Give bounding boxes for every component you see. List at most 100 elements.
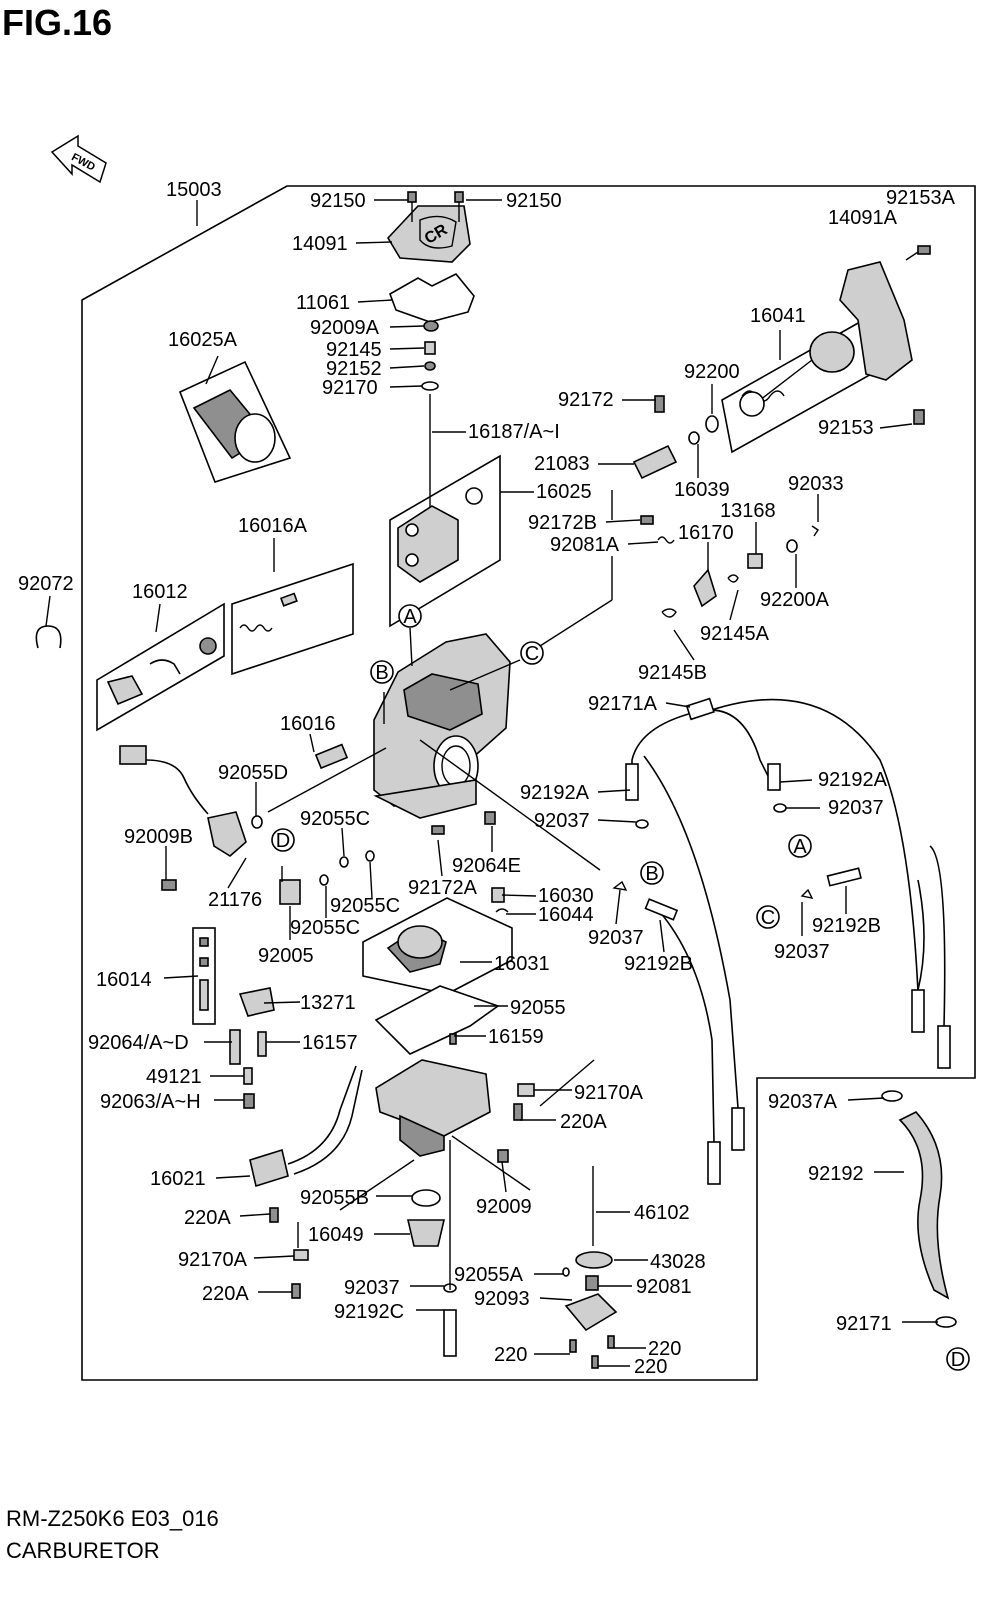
vent-hose-92171A <box>631 709 775 792</box>
svg-text:D: D <box>951 1349 965 1371</box>
label-49121: 49121 <box>146 1066 202 1088</box>
label-16021: 16021 <box>150 1168 206 1190</box>
screw-92172A <box>431 825 445 835</box>
label-92192B-right: 92192B <box>812 915 881 937</box>
callout-C-right: C <box>756 905 780 929</box>
label-92055C-a: 92055C <box>300 808 370 830</box>
spring-92081 <box>585 1275 599 1291</box>
holder-13271 <box>238 987 275 1017</box>
label-92200: 92200 <box>684 361 740 383</box>
lever-21083 <box>632 444 678 480</box>
lever-16170 <box>693 568 717 608</box>
label-14091A: 14091A <box>828 207 898 229</box>
label-16031: 16031 <box>494 953 550 975</box>
label-92037-b: 92037 <box>588 927 644 949</box>
top-cover-part: CR <box>387 205 471 263</box>
diaphragm-43028 <box>575 1251 613 1269</box>
label-16030: 16030 <box>538 885 594 907</box>
screw-92150-left <box>407 191 417 222</box>
gasket-92055 <box>374 985 500 1055</box>
screw-92009 <box>497 1149 509 1163</box>
label-21083: 21083 <box>534 453 590 475</box>
jet-16014-a <box>199 937 209 947</box>
tube-92192A-right <box>767 763 781 791</box>
oring-92055C-c <box>365 850 375 862</box>
label-92037-c: 92037 <box>774 941 830 963</box>
clip-92037-c <box>800 888 814 899</box>
oring-92055C-b <box>319 874 329 886</box>
screw-220-c <box>591 1355 599 1369</box>
label-92064E: 92064E <box>452 855 521 877</box>
subframe-16016A <box>231 562 354 676</box>
screw-220A-mid-left <box>269 1207 279 1223</box>
svg-text:B: B <box>645 863 658 885</box>
sensor-21176 <box>119 745 247 857</box>
jet-16014-b <box>199 957 209 967</box>
label-92081A: 92081A <box>550 534 620 556</box>
label-16159: 16159 <box>488 1026 544 1048</box>
label-92172: 92172 <box>558 389 614 411</box>
label-46102: 46102 <box>634 1202 690 1224</box>
label-92171A: 92171A <box>588 693 658 715</box>
spring-92145B <box>661 608 677 618</box>
label-92072: 92072 <box>18 573 74 595</box>
oring-92055B <box>411 1189 441 1207</box>
label-92170A-top: 92170A <box>574 1082 644 1104</box>
subframe-16031 <box>362 897 513 995</box>
jet-16157 <box>257 1031 267 1057</box>
label-92037-bottom: 92037 <box>344 1277 400 1299</box>
svg-text:C: C <box>761 907 775 929</box>
label-14091: 14091 <box>292 233 348 255</box>
label-16049: 16049 <box>308 1224 364 1246</box>
callout-D-left: D <box>271 828 295 852</box>
svg-text:D: D <box>276 830 290 852</box>
screw-92172 <box>654 395 665 413</box>
label-92145A: 92145A <box>700 623 770 645</box>
throttle-pulley-16041 <box>739 331 855 417</box>
label-92033: 92033 <box>788 473 844 495</box>
label-92055: 92055 <box>510 997 566 1019</box>
svg-text:B: B <box>375 662 388 684</box>
label-92093: 92093 <box>474 1288 530 1310</box>
tube-end-4 <box>731 1107 745 1151</box>
screw-220-a <box>569 1339 577 1353</box>
spring-16016A <box>239 624 273 632</box>
label-92172A: 92172A <box>408 877 478 899</box>
label-13271: 13271 <box>300 992 356 1014</box>
label-92192A-right: 92192A <box>818 769 888 791</box>
spring-92081A <box>657 536 675 544</box>
jet-92063AH <box>243 1093 255 1109</box>
figure-title: FIG.16 <box>2 2 113 43</box>
label-220-b: 220 <box>648 1338 681 1360</box>
screw-92153A <box>917 245 931 255</box>
label-92172B: 92172B <box>528 512 597 534</box>
label-16014: 16014 <box>96 969 152 991</box>
svg-text:A: A <box>793 836 807 858</box>
nut-16012 <box>199 637 217 655</box>
vent-hose-long <box>699 698 919 993</box>
diagram-name: CARBURETOR <box>6 1538 160 1563</box>
label-16187: 16187/A~I <box>468 421 560 443</box>
label-220-c: 220 <box>634 1356 667 1378</box>
jet-16014-c <box>199 979 209 1011</box>
screw-220A-top <box>513 1103 523 1121</box>
label-220A-top: 220A <box>560 1111 607 1133</box>
vent-hose-mid <box>643 755 739 1109</box>
elbow-16012 <box>106 675 144 706</box>
clip-92072 <box>35 625 62 649</box>
label-15003: 15003 <box>166 179 222 201</box>
label-92192: 92192 <box>808 1163 864 1185</box>
washer-92200A <box>786 539 798 553</box>
label-92055A: 92055A <box>454 1264 524 1286</box>
callout-D-right: D <box>946 1347 970 1371</box>
label-21176: 21176 <box>208 889 262 911</box>
callout-B-top: B <box>370 660 394 684</box>
clip-16044 <box>495 908 509 913</box>
subframe-16012 <box>96 602 225 732</box>
screw-92064E <box>484 811 496 825</box>
label-16025: 16025 <box>536 481 592 503</box>
label-220A-bottom: 220A <box>202 1283 249 1305</box>
subframe-16025 <box>389 454 501 628</box>
plunger-16016A <box>279 592 298 607</box>
